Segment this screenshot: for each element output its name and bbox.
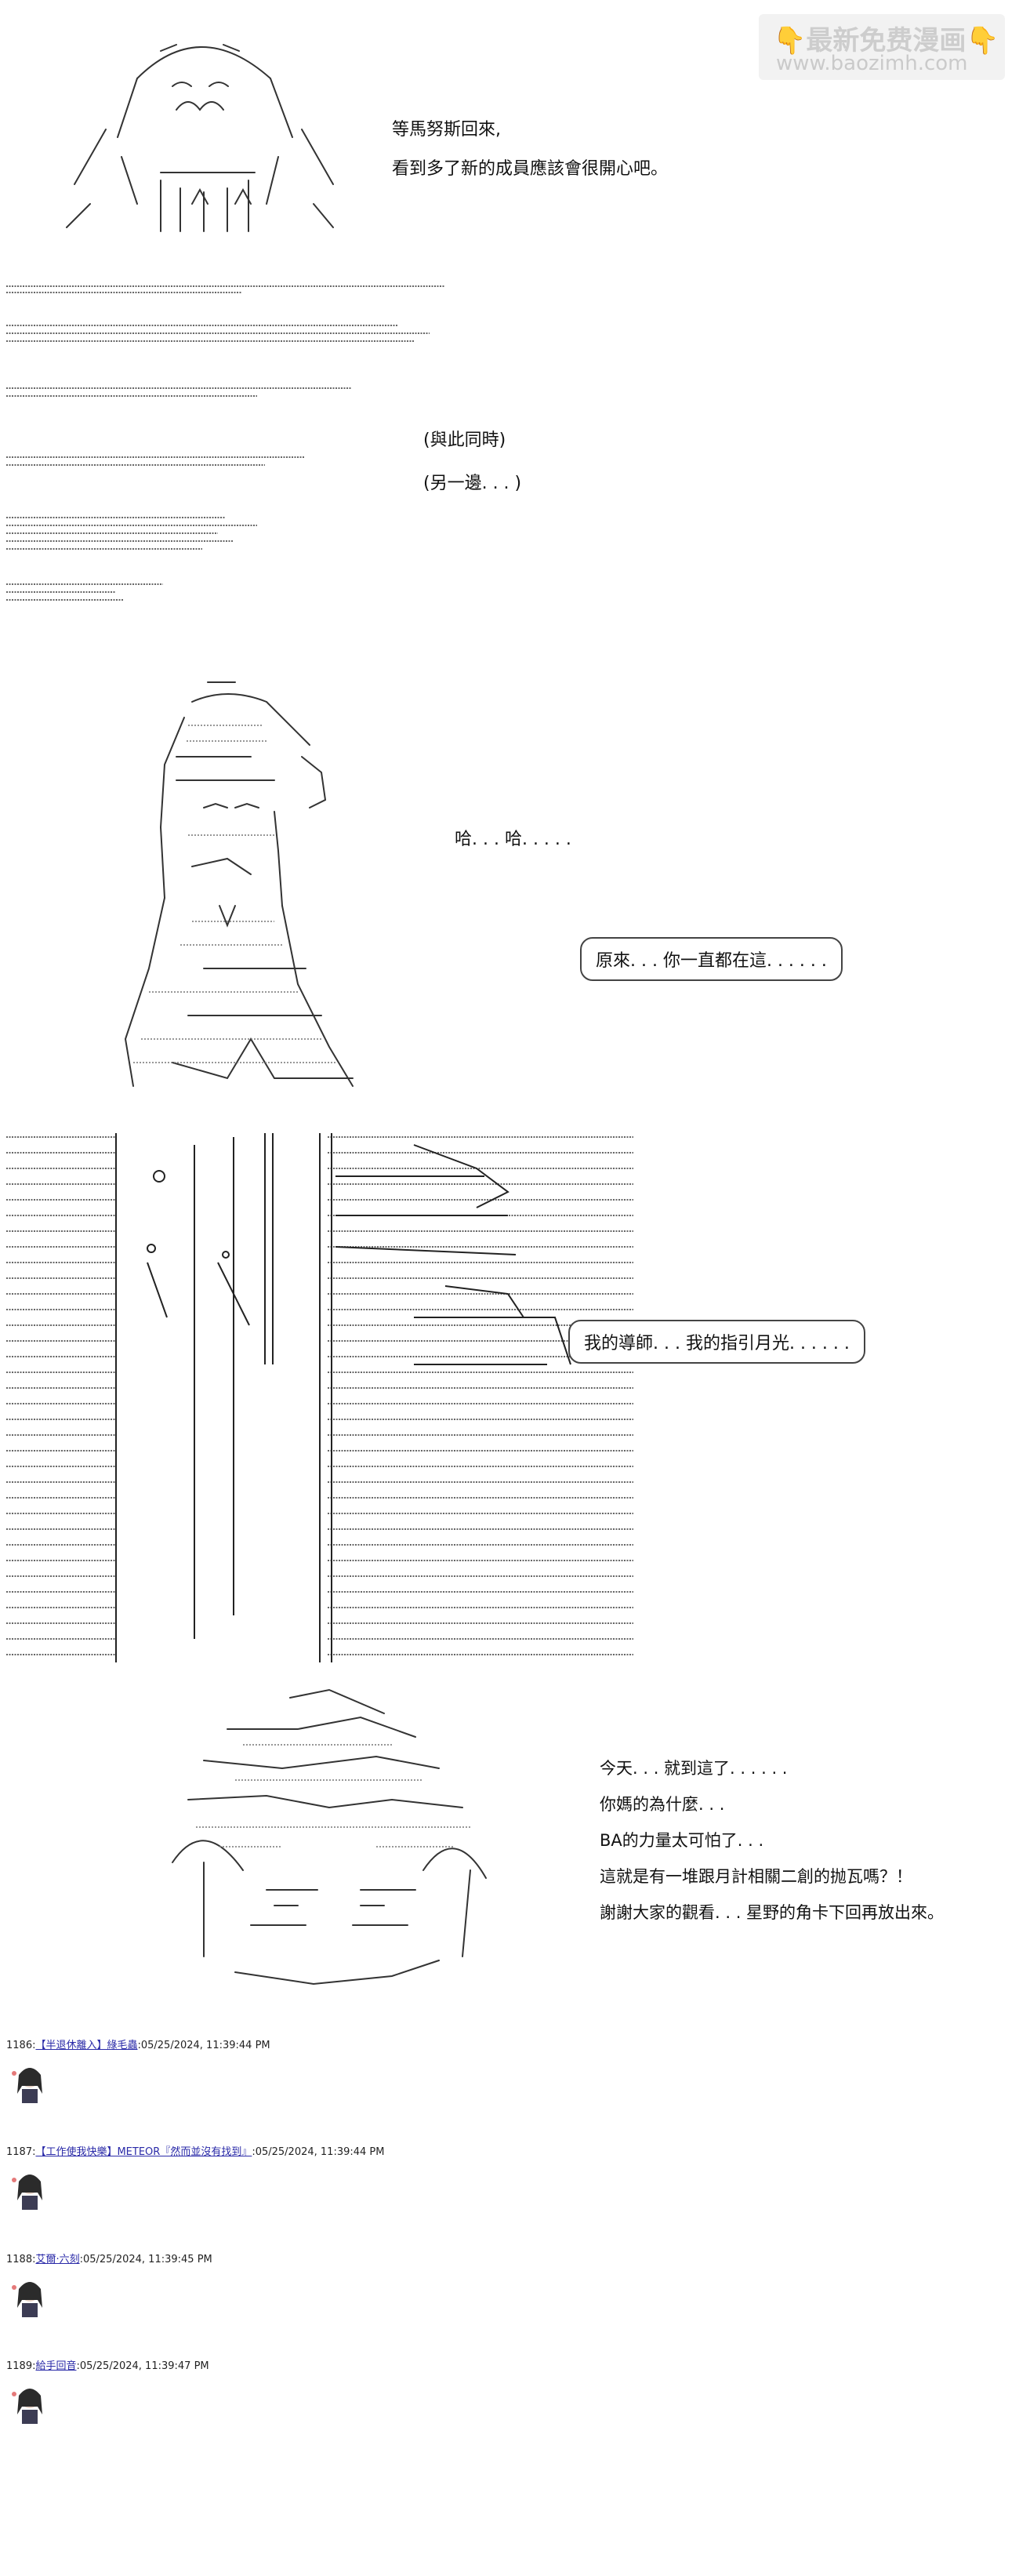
closing-line-3: BA的力量太可怕了. . . bbox=[600, 1831, 764, 1850]
post-author-link[interactable]: 艾爾·六刻 bbox=[35, 2254, 80, 2265]
scene3-bubble-text: 原來. . . 你一直都在這. . . . . . bbox=[596, 951, 827, 971]
post-timestamp: :05/25/2024, 11:39:45 PM bbox=[79, 2254, 212, 2265]
scene3-speech: 哈. . . 哈. . . . . bbox=[455, 830, 571, 849]
post-timestamp: :05/25/2024, 11:39:44 PM bbox=[137, 2040, 270, 2051]
post-header: 1188:艾爾·六刻:05/25/2024, 11:39:45 PM bbox=[6, 2251, 212, 2265]
ascii-art-figure-sleeping bbox=[172, 1688, 487, 1986]
scene3-speech-bubble: 原來. . . 你一直都在這. . . . . . bbox=[580, 937, 843, 981]
ascii-art-figure-long-hair bbox=[124, 681, 354, 1087]
pointing-down-icon: 👇 bbox=[773, 25, 807, 56]
post-author-link[interactable]: 給手回音 bbox=[35, 2360, 77, 2372]
closing-line-2: 你媽的為什麼. . . bbox=[600, 1795, 725, 1814]
watermark-url: www.baozimh.com bbox=[776, 52, 968, 75]
post-number: 1187: bbox=[6, 2146, 36, 2158]
scene2-caption-1: (與此同時) bbox=[423, 431, 506, 450]
closing-line-5: 謝謝大家的觀看. . . 星野的角卡下回再放出來。 bbox=[600, 1903, 945, 1922]
post-header: 1186:【半退休離入】綠毛蟲:05/25/2024, 11:39:44 PM bbox=[6, 2036, 270, 2051]
post-header: 1187:【工作使我快樂】METEOR『然而並沒有找到』:05/25/2024,… bbox=[6, 2143, 384, 2158]
post-number: 1188: bbox=[6, 2254, 36, 2265]
watermark-badge: 👇最新免费漫画👇 www.baozimh.com bbox=[759, 14, 1005, 80]
avatar bbox=[12, 2068, 42, 2103]
post-author-link[interactable]: 【半退休離入】綠毛蟲 bbox=[35, 2040, 138, 2051]
scene4-bubble-text: 我的導師. . . 我的指引月光. . . . . . bbox=[584, 1334, 850, 1353]
avatar bbox=[12, 2175, 42, 2210]
dotted-transition-lines bbox=[6, 285, 445, 601]
ascii-art-figure-smiling bbox=[66, 44, 334, 232]
post-timestamp: :05/25/2024, 11:39:44 PM bbox=[252, 2146, 385, 2158]
closing-notes: 今天. . . 就到這了. . . . . . 你媽的為什麼. . . BA的力… bbox=[600, 1750, 944, 1931]
forum-post-1188: 1188:艾爾·六刻:05/25/2024, 11:39:45 PM bbox=[6, 2251, 212, 2322]
scene1-caption-2: 看到多了新的成員應該會很開心吧。 bbox=[392, 159, 669, 179]
forum-post-1186: 1186:【半退休離入】綠毛蟲:05/25/2024, 11:39:44 PM bbox=[6, 2036, 270, 2108]
watermark-title: 👇最新免费漫画👇 bbox=[773, 25, 999, 56]
post-number: 1189: bbox=[6, 2360, 36, 2372]
forum-post-1189: 1189:給手回音:05/25/2024, 11:39:47 PM bbox=[6, 2357, 209, 2429]
ascii-art-panel-striped bbox=[6, 1133, 633, 1662]
closing-line-1: 今天. . . 就到這了. . . . . . bbox=[600, 1759, 788, 1778]
post-author-link[interactable]: 【工作使我快樂】METEOR『然而並沒有找到』 bbox=[35, 2146, 252, 2158]
scene2-caption-2: (另一邊. . . ) bbox=[423, 474, 522, 493]
avatar bbox=[12, 2282, 42, 2317]
forum-post-1187: 1187:【工作使我快樂】METEOR『然而並沒有找到』:05/25/2024,… bbox=[6, 2143, 384, 2214]
post-header: 1189:給手回音:05/25/2024, 11:39:47 PM bbox=[6, 2357, 209, 2372]
scene1-caption-1: 等馬努斯回來, bbox=[392, 120, 501, 140]
scene4-speech-bubble: 我的導師. . . 我的指引月光. . . . . . bbox=[568, 1320, 865, 1364]
closing-line-4: 這就是有一堆跟月計相關二創的抛瓦嗎？！ bbox=[600, 1867, 912, 1886]
post-timestamp: :05/25/2024, 11:39:47 PM bbox=[76, 2360, 209, 2372]
pointing-down-icon: 👇 bbox=[966, 25, 999, 56]
avatar bbox=[12, 2389, 42, 2424]
post-number: 1186: bbox=[6, 2040, 36, 2051]
